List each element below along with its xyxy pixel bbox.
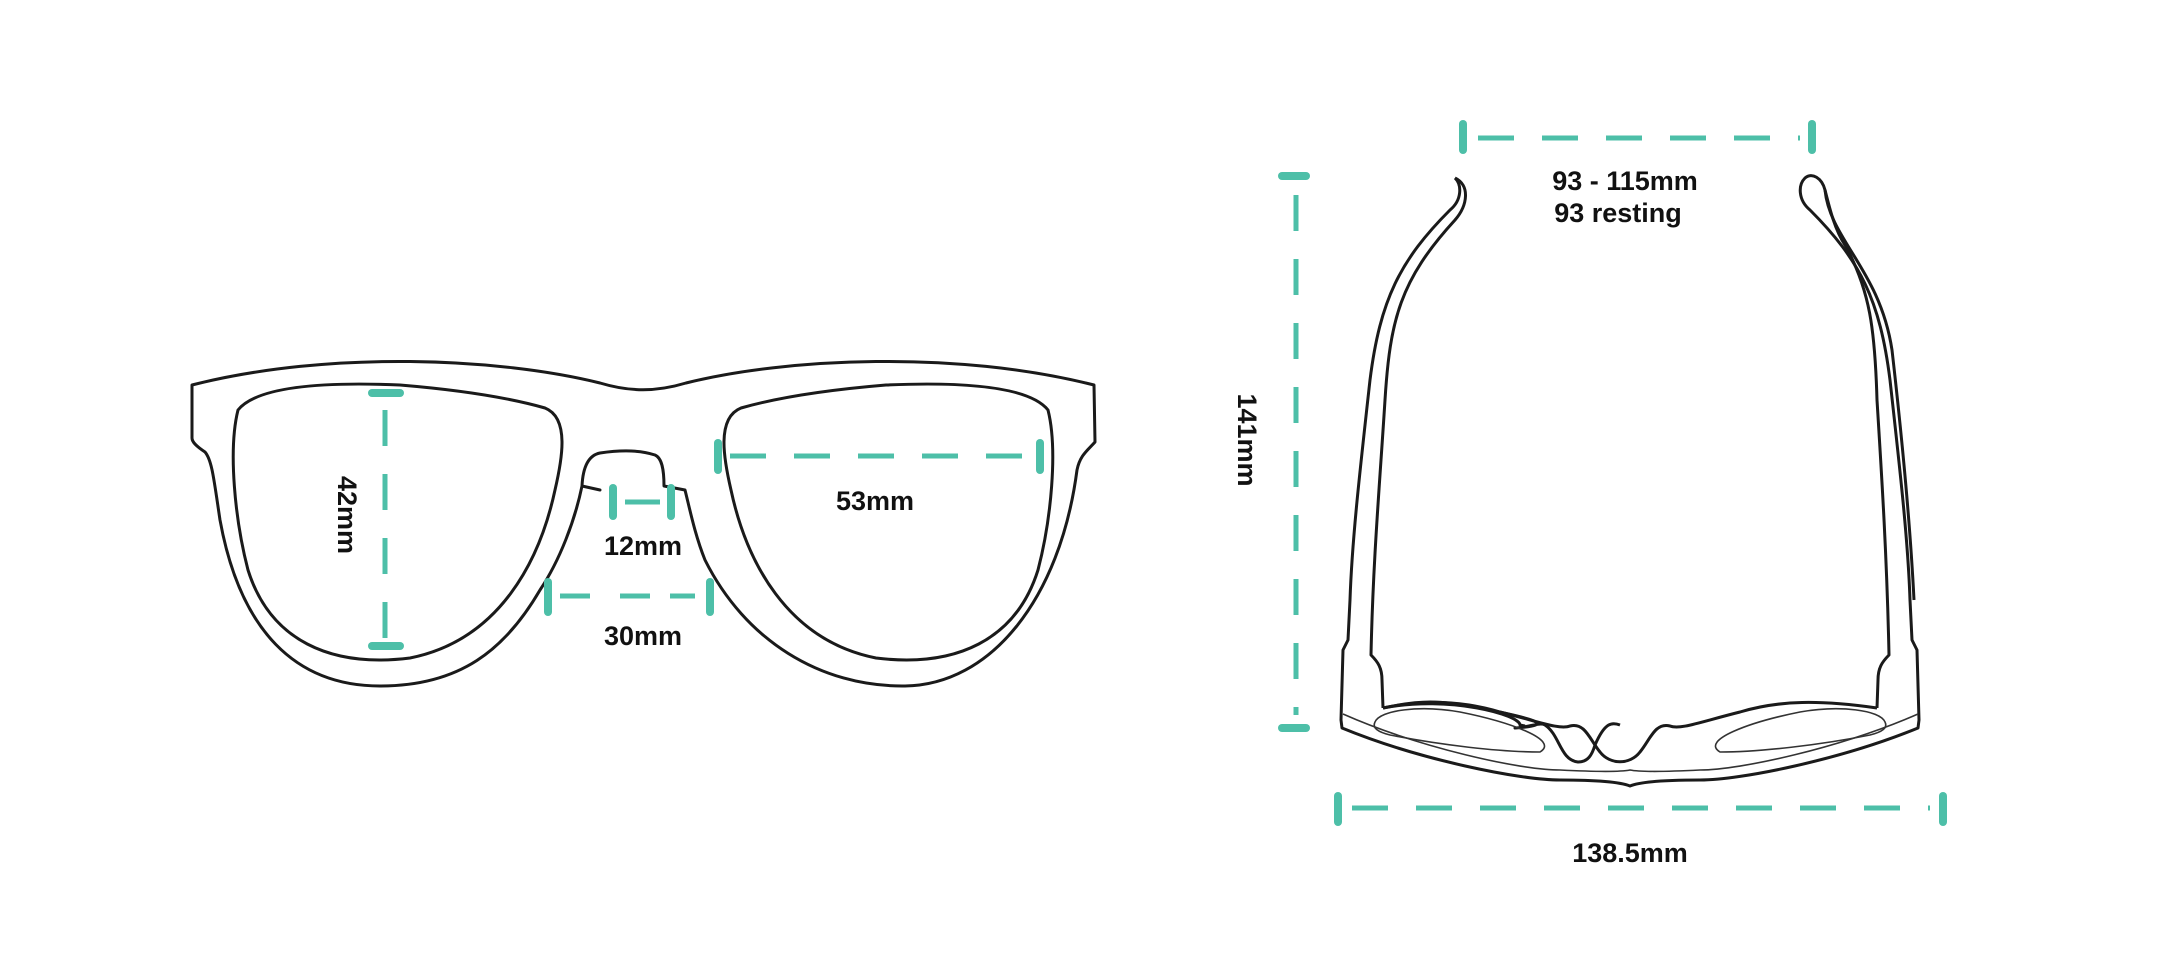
right-lens-outline [722, 382, 1055, 662]
top-frame-front-ridge [1382, 700, 1878, 764]
lens-width-dimension: 53mm [714, 439, 1044, 516]
temple-spread-dimension: 93 - 115mm 93 resting [1459, 120, 1816, 228]
top-left-lens-edge [1373, 708, 1546, 753]
bridge-bottom-label: 30mm [604, 621, 682, 651]
bridge-width-dimension: 12mm [604, 484, 682, 561]
lens-height-label: 42mm [332, 476, 362, 554]
front-frame-outline [190, 359, 1097, 688]
top-frame-right-temple-inner [1823, 189, 1891, 709]
temple-resting-label: 93 resting [1554, 198, 1682, 228]
lens-width-label: 53mm [836, 486, 914, 516]
lens-height-dimension: 42mm [332, 389, 404, 650]
top-frame-outer [1339, 174, 1921, 788]
top-view-glasses [1339, 174, 1921, 788]
frame-width-label: 138.5mm [1572, 838, 1688, 868]
top-frame-left-temple-inner [1369, 176, 1467, 709]
bridge-bottom-dimension: 30mm [544, 578, 714, 651]
front-view-glasses [190, 359, 1097, 688]
top-frame-front-edge [1342, 713, 1919, 773]
frame-width-dimension: 138.5mm [1334, 792, 1947, 868]
temple-length-dimension: 141mm [1232, 172, 1310, 732]
temple-spread-label: 93 - 115mm [1552, 166, 1698, 196]
top-right-lens-edge [1714, 708, 1887, 753]
bridge-width-label: 12mm [604, 531, 682, 561]
left-lens-outline [231, 382, 564, 662]
temple-length-label: 141mm [1232, 393, 1262, 486]
